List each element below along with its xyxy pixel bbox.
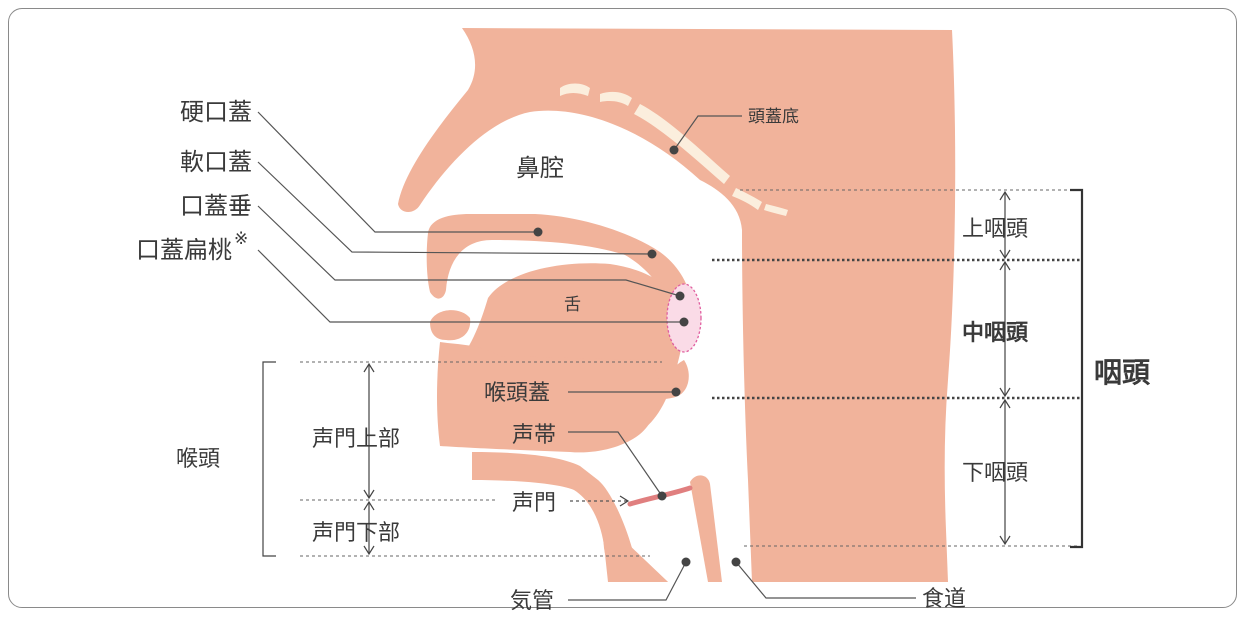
- skull-base-bone: [560, 83, 788, 216]
- label-supraglottis: 声門上部: [312, 427, 400, 452]
- label-esophagus: 食道: [922, 587, 966, 612]
- larynx-bracket: [262, 361, 276, 557]
- trachea-front: [598, 480, 668, 582]
- label-subglottis: 声門下部: [312, 521, 400, 546]
- label-glottis: 声門: [512, 491, 556, 516]
- palate-tissue: [426, 214, 693, 320]
- label-pharynx: 咽頭: [1094, 356, 1151, 389]
- boundary-lines: [300, 189, 1080, 557]
- lip-tissue: [430, 310, 471, 341]
- head-tissue: [398, 28, 956, 582]
- label-epipharynx: 上咽頭: [962, 217, 1028, 242]
- label-tongue: 舌: [564, 295, 581, 315]
- label-hard-palate: 硬口蓋: [180, 98, 252, 126]
- label-epiglottis: 喉頭蓋: [484, 381, 550, 406]
- label-skull-base: 頭蓋底: [748, 107, 799, 127]
- label-nasal-cavity: 鼻腔: [516, 154, 564, 182]
- label-palatine-tonsil-mark: ※: [234, 229, 248, 249]
- label-soft-palate: 軟口蓋: [180, 148, 252, 176]
- pharynx-bracket: [1070, 188, 1084, 549]
- label-hypopharynx: 下咽頭: [962, 461, 1028, 486]
- label-larynx: 喉頭: [176, 447, 220, 472]
- label-trachea: 気管: [510, 589, 554, 614]
- label-uvula: 口蓋垂: [180, 192, 252, 220]
- label-vocal-cords: 声帯: [512, 423, 556, 448]
- label-mesopharynx: 中咽頭: [962, 321, 1029, 346]
- posterior-cartilage: [690, 475, 722, 582]
- anatomy-shapes: [398, 28, 956, 582]
- leader-lines: [257, 111, 916, 601]
- label-palatine-tonsil: 口蓋扁桃: [136, 236, 232, 264]
- jaw-tissue: [437, 342, 660, 453]
- measurement-arrows: [363, 190, 1011, 556]
- labels: 硬口蓋 軟口蓋 口蓋垂 口蓋扁桃 ※ 頭蓋底 鼻腔 舌 喉頭蓋 声帯 声門 声門…: [136, 98, 1151, 614]
